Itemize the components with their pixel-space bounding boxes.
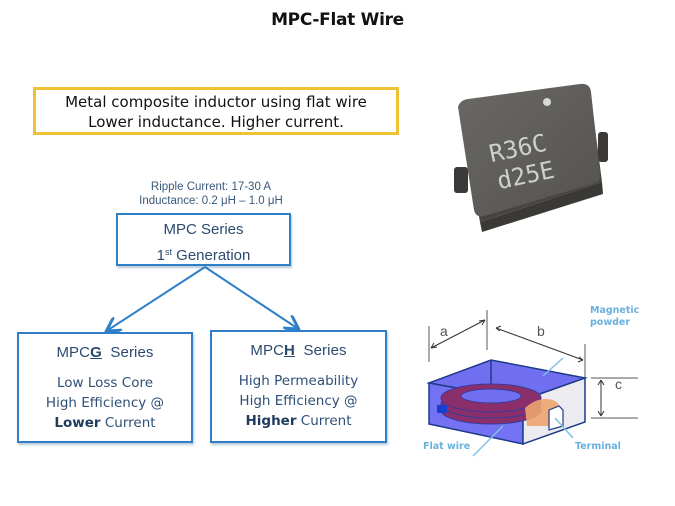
magnetic-label-line-2: powder — [590, 317, 631, 328]
inductor-photo: R36C d25E — [454, 83, 608, 232]
flat-wire-label: Flat wire — [423, 441, 471, 452]
mpch-series-box: MPCH Series High Permeability High Effic… — [210, 330, 387, 443]
flat-wire-coil — [437, 383, 542, 425]
mpch-emphasis: Higher — [245, 413, 297, 429]
magnetic-label-line-1: Magnetic — [590, 305, 640, 316]
spec-block: Ripple Current: 17-30 A Inductance: 0.2 … — [100, 180, 322, 208]
terminal-left — [454, 167, 468, 193]
callout-line-1: Metal composite inductor using flat wire — [65, 93, 367, 111]
dimension-a-label: a — [440, 323, 448, 339]
mpcg-heading: MPCG Series — [19, 344, 191, 361]
inductor-structure-diagram — [426, 310, 638, 457]
mpcg-series-box: MPCG Series Low Loss Core High Efficienc… — [17, 332, 193, 443]
series-suffix: Series — [101, 344, 154, 361]
mpch-line-1: High Permeability — [238, 373, 359, 389]
mpc-series-box: MPC Series 1st Generation — [116, 213, 291, 266]
series-prefix: MPC — [250, 342, 285, 359]
mpcg-emphasis: Lower — [54, 415, 101, 431]
slide-title: MPC-Flat Wire — [271, 10, 404, 30]
terminal-label: Terminal — [575, 441, 621, 452]
mpch-heading: MPCH Series — [212, 342, 385, 359]
magnetic-powder-label: Magnetic powder — [590, 305, 639, 329]
dimension-c-label: c — [615, 376, 622, 392]
mpcg-line-3: Lower Current — [19, 413, 191, 433]
series-letter: H — [284, 342, 295, 359]
mpch-description: High Permeability High Efficiency @ High… — [212, 371, 385, 431]
generation-ordinal: st — [164, 247, 172, 257]
mpcg-description: Low Loss Core High Efficiency @ Lower Cu… — [19, 373, 191, 433]
mpcg-line-2: High Efficiency @ — [45, 395, 165, 411]
dimension-b-label: b — [537, 323, 545, 339]
series-suffix: Series — [294, 342, 347, 359]
mpch-line-3: Higher Current — [212, 411, 385, 431]
dim-a-line — [430, 319, 486, 349]
mpcg-line-3-rest: Current — [100, 415, 156, 431]
mpch-line-2: High Efficiency @ — [239, 393, 358, 409]
dim-b-line — [495, 327, 584, 361]
mpc-series-name: MPC Series — [163, 221, 244, 238]
polarity-dot — [543, 98, 551, 106]
inductor-top-face — [458, 83, 601, 217]
ripple-current-spec: Ripple Current: 17-30 A — [150, 181, 272, 193]
arrow-to-mpch — [204, 266, 297, 328]
arrow-to-mpcg — [108, 266, 206, 330]
mpc-generation: 1st Generation — [118, 241, 289, 267]
generation-number: 1 — [156, 247, 165, 264]
mpch-line-3-rest: Current — [296, 413, 352, 429]
terminal-right — [598, 132, 608, 162]
series-letter: G — [90, 344, 102, 361]
generation-text: Generation — [171, 247, 251, 264]
callout-line-2: Lower inductance. Higher current. — [88, 113, 344, 131]
summary-callout: Metal composite inductor using flat wire… — [33, 87, 399, 135]
inductance-spec: Inductance: 0.2 μH – 1.0 μH — [139, 195, 283, 207]
series-prefix: MPC — [56, 344, 91, 361]
mpcg-line-1: Low Loss Core — [56, 375, 154, 391]
